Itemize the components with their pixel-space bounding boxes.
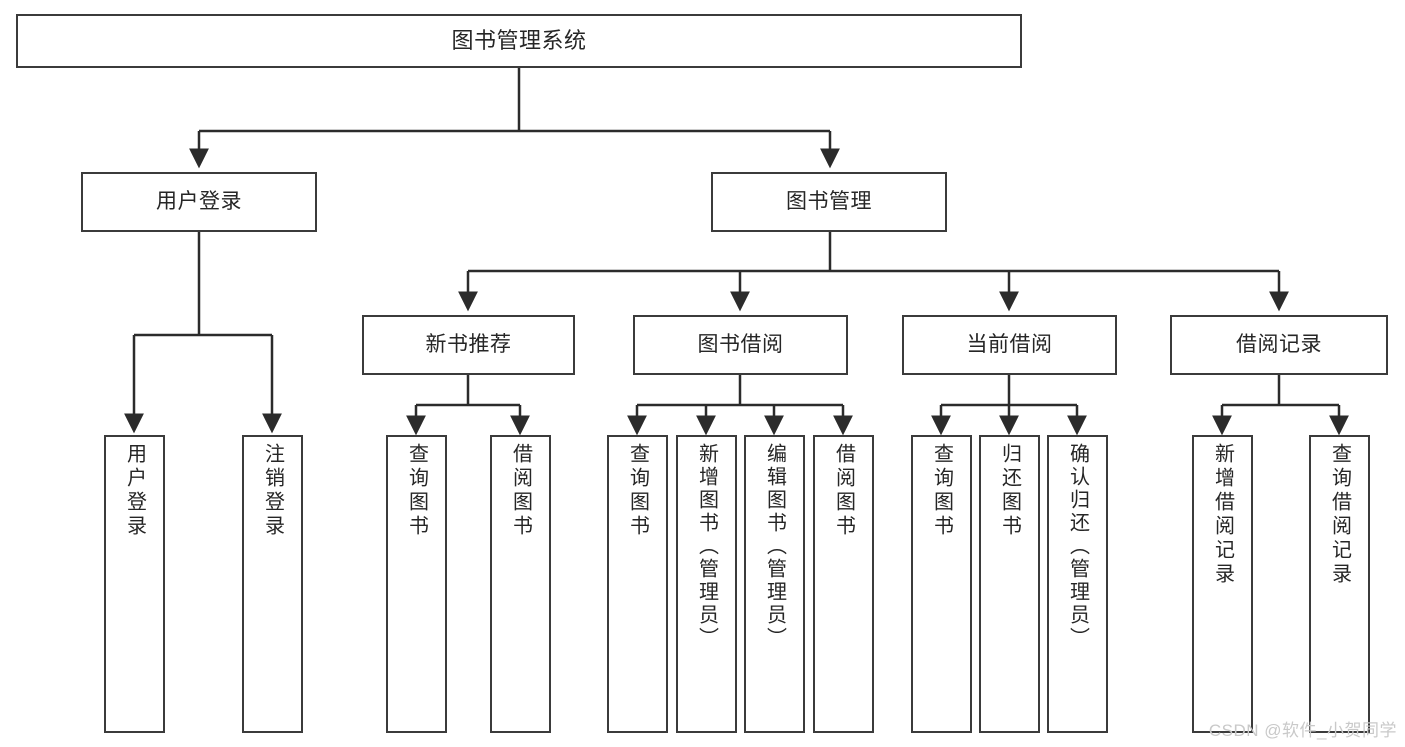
node-label: 查询图书 — [626, 443, 649, 539]
node-label: 查询图书 — [930, 443, 953, 539]
node-label: 新书推荐 — [425, 332, 512, 356]
node-user-login[interactable]: 用户登录 — [81, 172, 317, 232]
leaf-current-query-book[interactable]: 查询图书 — [911, 435, 972, 733]
leaf-user-logout[interactable]: 注销登录 — [242, 435, 303, 733]
node-book-borrow[interactable]: 图书借阅 — [633, 315, 848, 375]
node-label: 图书管理系统 — [451, 28, 587, 54]
node-label: 编辑图书（管理员） — [763, 443, 786, 650]
leaf-borrow-edit-book-admin[interactable]: 编辑图书（管理员） — [744, 435, 805, 733]
node-label: 图书借阅 — [697, 332, 784, 356]
node-label: 新增图书（管理员） — [695, 443, 718, 650]
leaf-current-return-book[interactable]: 归还图书 — [979, 435, 1040, 733]
leaf-record-query-record[interactable]: 查询借阅记录 — [1309, 435, 1370, 733]
node-label: 查询图书 — [405, 443, 428, 539]
node-current-borrow[interactable]: 当前借阅 — [902, 315, 1117, 375]
leaf-newbook-query-book[interactable]: 查询图书 — [386, 435, 447, 733]
node-label: 新增借阅记录 — [1211, 443, 1234, 587]
node-label: 借阅图书 — [509, 443, 532, 539]
leaf-current-confirm-return-admin[interactable]: 确认归还（管理员） — [1047, 435, 1108, 733]
leaf-user-login[interactable]: 用户登录 — [104, 435, 165, 733]
leaf-borrow-add-book-admin[interactable]: 新增图书（管理员） — [676, 435, 737, 733]
node-label: 确认归还（管理员） — [1066, 443, 1089, 650]
leaf-record-add-record[interactable]: 新增借阅记录 — [1192, 435, 1253, 733]
node-label: 用户登录 — [123, 443, 146, 539]
leaf-newbook-borrow-book[interactable]: 借阅图书 — [490, 435, 551, 733]
node-label: 归还图书 — [998, 443, 1021, 539]
leaf-borrow-query-book[interactable]: 查询图书 — [607, 435, 668, 733]
node-label: 查询借阅记录 — [1328, 443, 1351, 587]
node-borrow-record[interactable]: 借阅记录 — [1170, 315, 1388, 375]
node-book-management[interactable]: 图书管理 — [711, 172, 947, 232]
node-label: 借阅图书 — [832, 443, 855, 539]
node-root-system[interactable]: 图书管理系统 — [16, 14, 1022, 68]
watermark: CSDN @软件_小贺同学 — [1208, 721, 1397, 740]
node-label: 借阅记录 — [1236, 332, 1322, 356]
leaf-borrow-borrow-book[interactable]: 借阅图书 — [813, 435, 874, 733]
node-label: 图书管理 — [786, 189, 872, 213]
node-label: 当前借阅 — [966, 332, 1053, 356]
node-label: 用户登录 — [156, 189, 242, 213]
node-new-book-recommend[interactable]: 新书推荐 — [362, 315, 575, 375]
node-label: 注销登录 — [261, 443, 284, 539]
